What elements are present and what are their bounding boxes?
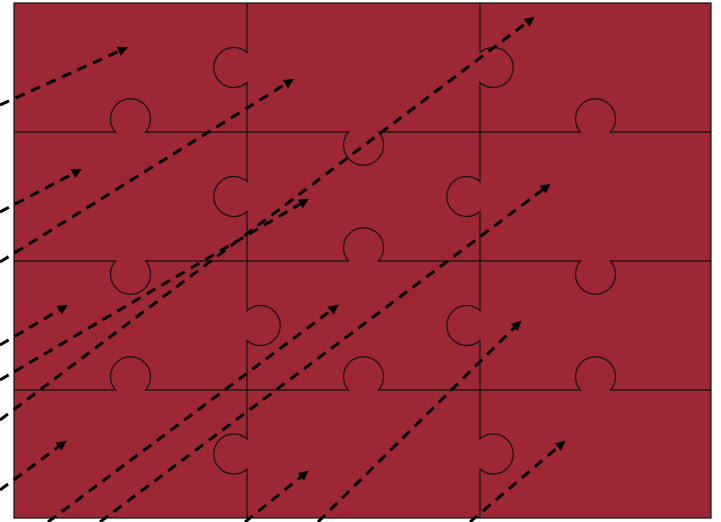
- puzzle-board: [14, 3, 711, 518]
